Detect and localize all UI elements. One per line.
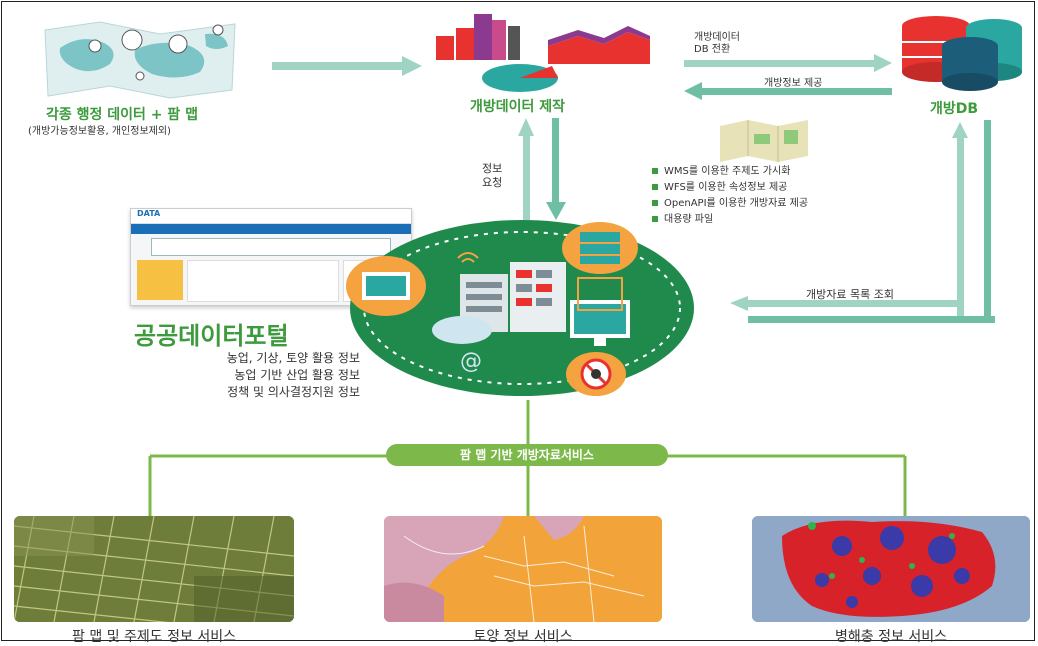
farm-map-image [14,516,294,622]
info-request-label-1: 정보 [482,162,503,175]
portal-info-line: 정책 및 의사결정지원 정보 [227,385,360,399]
arrows-production-portal [518,118,566,220]
method-item: WFS를 이용한 속성정보 제공 [652,180,808,196]
info-provide-label: 개방정보 제공 [764,78,823,89]
service-label-pest: 병해충 정보 서비스 [835,629,947,645]
method-item: 대용량 파일 [652,212,808,228]
catalog-lookup-label: 개방자료 목록 조회 [806,288,894,301]
pest-badge-icon [566,352,626,396]
soil-map-image [384,516,662,622]
info-request-label-2: 요청 [482,176,503,189]
farm-map-thumbnail [14,516,294,622]
pest-map-thumbnail [752,516,1030,622]
pest-map-image [752,516,1030,622]
db-convert-label-1: 개방데이터 [694,32,740,43]
source-title: 각종 행정 데이터 + 팜 맵 [46,107,199,123]
service-label-soil: 토양 정보 서비스 [473,629,573,645]
db-convert-label-2: DB 전환 [694,44,731,55]
arrow-source-to-production [272,56,422,76]
service-label-farm-map: 팜 맵 및 주제도 정보 서비스 [72,629,236,645]
service-bar: 팜 맵 기반 개방자료서비스 [386,444,668,466]
world-map-icon [44,21,236,99]
portal-logo: DATA [131,209,411,224]
soil-map-thumbnail [384,516,662,622]
db-title: 개방DB [930,101,979,117]
svg-text:@: @ [460,349,482,374]
production-title: 개방데이터 제작 [470,99,566,115]
portal-info-line: 농업, 기상, 토양 활용 정보 [226,351,360,365]
arrow-db-vertical [952,120,991,320]
method-item: WMS를 이용한 주제도 가시화 [652,164,808,180]
arrow-catalog-lookup [730,296,995,323]
portal-info-lines: 농업, 기상, 토양 활용 정보 농업 기반 산업 활용 정보 정책 및 의사결… [150,350,360,401]
portal-title: 공공데이터포털 [134,322,289,350]
email-badge-icon [346,256,426,316]
portal-info-line: 농업 기반 산업 활용 정보 [234,368,360,382]
method-item: OpenAPI를 이용한 개방자료 제공 [652,196,808,212]
database-icon [902,16,1022,91]
arrows-production-db [684,54,892,100]
methods-list: WMS를 이용한 주제도 가시화 WFS를 이용한 속성정보 제공 OpenAP… [652,164,808,228]
server-badge-icon [562,222,638,274]
source-subtitle: (개방가능정보활용, 개인정보제외) [28,126,171,137]
folded-map-icon [720,120,808,162]
data-production-chart-icon [436,14,650,92]
